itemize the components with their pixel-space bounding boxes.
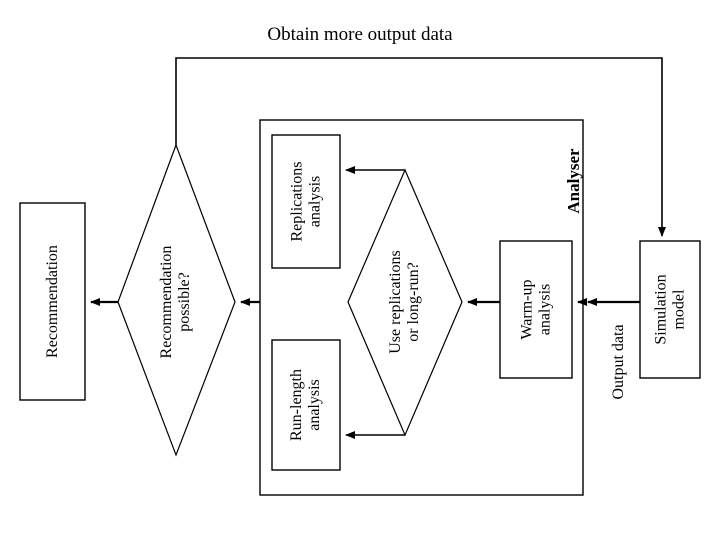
use-replications-decision-label-line2: or long-run? (405, 262, 422, 342)
runlength-analysis-box (271, 339, 341, 471)
warmup-analysis-label-line1: Warm-up (518, 279, 536, 340)
analyser-label-text: Analyser (564, 148, 583, 214)
analyser-container-box (259, 119, 584, 496)
recommendation-label-text: Recommendation (43, 245, 61, 358)
runlength-analysis-label-line1: Run-length (288, 369, 306, 441)
edge-feedback-obtain-more-output-data (175, 57, 666, 237)
replications-analysis-box (271, 134, 341, 269)
runlength-analysis-label: Run-length analysis (241, 369, 371, 441)
runlength-analysis-label-line2: analysis (306, 379, 323, 431)
replications-analysis-label-line1: Replications (288, 161, 306, 242)
simulation-model-label-line1: Simulation (652, 274, 670, 345)
recommendation-possible-label-line2: possible? (176, 272, 193, 332)
recommendation-box (19, 202, 86, 401)
recommendation-label: Recommendation (0, 245, 151, 358)
use-replications-decision-label-line1: Use replications (387, 250, 405, 354)
simulation-model-box (639, 240, 701, 379)
warmup-analysis-label-line2: analysis (536, 283, 553, 336)
recommendation-possible-decision-diamond (117, 143, 236, 457)
output-data-label-text: Output data (610, 324, 627, 400)
output-data-label: Output data (610, 302, 630, 422)
simulation-model-label-line2: model (670, 289, 687, 330)
warmup-analysis-box (499, 240, 573, 379)
use-replications-decision-label: Use replications or long-run? (315, 250, 495, 354)
replications-analysis-label: Replications analysis (240, 162, 373, 242)
diagram-title: Obtain more output data (267, 24, 453, 45)
recommendation-possible-label-line1: Recommendation (158, 245, 176, 359)
replications-analysis-label-line2: analysis (306, 175, 323, 228)
analyser-label: Analyser (564, 121, 586, 241)
